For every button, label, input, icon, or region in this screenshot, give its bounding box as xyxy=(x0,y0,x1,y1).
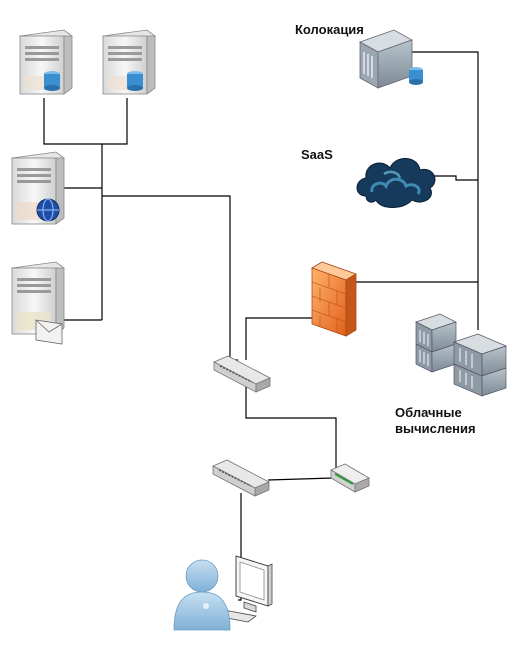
link-switch-router xyxy=(245,385,337,470)
connection-lines xyxy=(43,51,479,601)
cloud-computing-cluster-icon xyxy=(415,313,507,397)
cloud-computing-label-line2: вычисления xyxy=(395,421,476,436)
link-switch-firewall xyxy=(245,317,316,360)
server-database-icon xyxy=(101,29,157,95)
saas-label: SaaS xyxy=(301,147,333,162)
link-saas xyxy=(432,175,478,181)
switch-icon xyxy=(213,355,271,393)
switch-icon xyxy=(212,459,270,497)
mail-server-icon xyxy=(10,261,66,345)
router-icon xyxy=(330,463,370,493)
cloud-computing-label: Облачные вычисления xyxy=(395,405,476,437)
web-server-icon xyxy=(10,151,66,225)
link-colocation xyxy=(410,51,479,330)
saas-cloud-icon xyxy=(356,158,436,208)
link-switch2-user xyxy=(238,493,242,601)
cloud-computing-label-line1: Облачные xyxy=(395,405,462,420)
colocation-server-icon xyxy=(359,29,423,89)
firewall-icon xyxy=(311,261,357,337)
link-trunk-switch xyxy=(102,195,238,361)
link-switch2-router xyxy=(267,477,334,481)
user-workstation-icon xyxy=(173,555,273,631)
server-database-icon xyxy=(18,29,74,95)
link-db-servers xyxy=(43,98,128,145)
colocation-label: Колокация xyxy=(295,22,364,37)
